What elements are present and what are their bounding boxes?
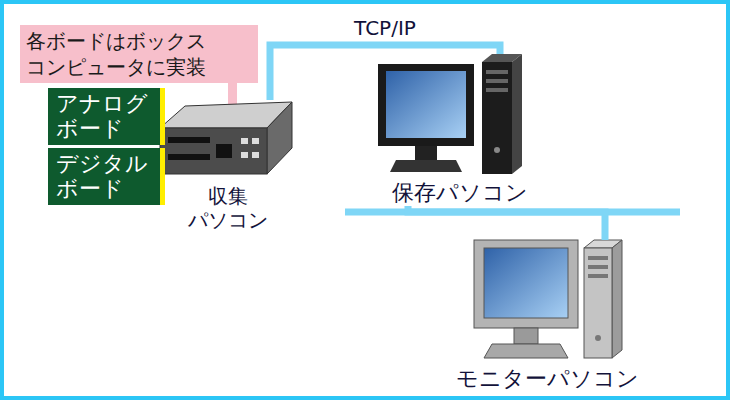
computer-node: モニターパソコン <box>440 230 655 392</box>
node-label: モニターパソコン <box>440 366 655 392</box>
node-label: デジタル ボード <box>56 151 150 202</box>
board-box: デジタル ボード <box>48 148 165 205</box>
save-pc-icon <box>378 54 522 174</box>
box-computer <box>160 102 292 174</box>
edge-label: TCP/IP <box>351 16 419 40</box>
network-line <box>270 45 500 100</box>
board-box: アナログ ボード <box>48 88 165 145</box>
computer-node: 保存パソコン <box>368 54 552 206</box>
monitor-pc-icon <box>474 240 622 358</box>
node-label: アナログ ボード <box>56 91 150 142</box>
callout-stub <box>228 80 237 106</box>
network-line <box>408 206 605 240</box>
node-label: 各ボードはボックス コンピュータに実装 <box>26 28 252 80</box>
node-label: 収集 パソコン <box>172 184 284 232</box>
node-label: 保存パソコン <box>368 180 552 206</box>
computer-node: 収集 パソコン <box>160 100 295 232</box>
callout-box: 各ボードはボックス コンピュータに実装 <box>20 25 258 83</box>
